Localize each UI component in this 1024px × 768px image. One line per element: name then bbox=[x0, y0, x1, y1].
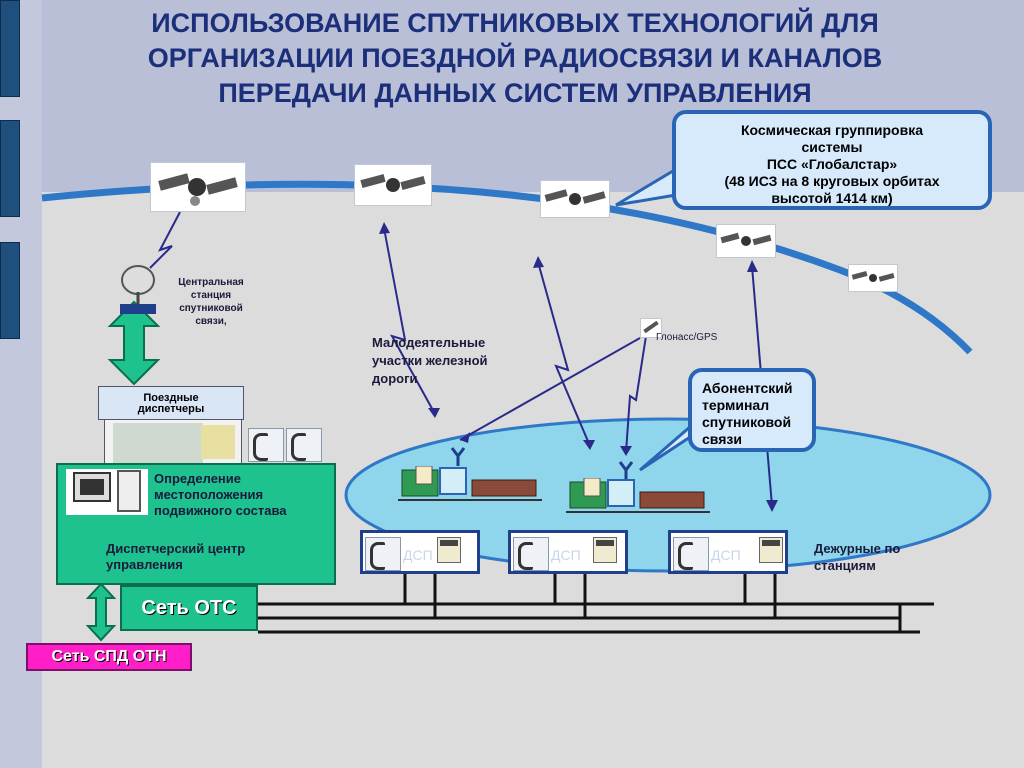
sidebar-block-2 bbox=[0, 120, 20, 217]
phone-icon bbox=[673, 537, 709, 571]
orbit-arc bbox=[41, 180, 973, 355]
station-box: ДСП bbox=[508, 530, 628, 574]
station-box: ДСП bbox=[360, 530, 480, 574]
station-duty-label: Дежурные по станциям bbox=[814, 541, 901, 573]
slide-title: ИСПОЛЬЗОВАНИЕ СПУТНИКОВЫХ ТЕХНОЛОГИЙ ДЛЯ… bbox=[60, 6, 970, 111]
constellation-callout: Космическая группировка системы ПСС «Гло… bbox=[672, 110, 992, 210]
spd-network-box: Сеть СПД ОТН bbox=[26, 643, 192, 671]
control-room-image bbox=[113, 423, 203, 465]
link-low-activity bbox=[383, 227, 436, 415]
phone-icon bbox=[365, 537, 401, 571]
link-glonass bbox=[625, 335, 647, 453]
link-train-2 bbox=[537, 261, 591, 447]
title-line-1: ИСПОЛЬЗОВАНИЕ СПУТНИКОВЫХ ТЕХНОЛОГИЙ ДЛЯ bbox=[151, 8, 879, 38]
terminal-icon bbox=[759, 537, 783, 563]
phone-icon bbox=[248, 428, 284, 462]
callout-line: ПСС «Глобалстар» bbox=[766, 156, 898, 172]
callout-line: Космическая группировка bbox=[740, 122, 924, 138]
link-central bbox=[149, 211, 181, 269]
satellite-dish-icon bbox=[118, 262, 158, 314]
callout-line: терминал bbox=[702, 397, 770, 413]
station-faint-label: ДСП bbox=[403, 547, 433, 563]
ots-network-box: Сеть ОТС bbox=[120, 585, 258, 631]
glonass-label: Глонасс/GPS bbox=[656, 332, 718, 343]
station-faint-label: ДСП bbox=[551, 547, 581, 563]
callout-line: связи bbox=[702, 431, 742, 447]
antenna-icon bbox=[450, 447, 466, 466]
satellite-icon bbox=[716, 224, 776, 258]
dispatch-center-box: Определение местоположения подвижного со… bbox=[56, 463, 336, 585]
sidebar-block-3 bbox=[0, 242, 20, 339]
spd-arrow bbox=[85, 582, 117, 642]
glonass-satellite-icon bbox=[640, 318, 662, 338]
satellite-icon bbox=[150, 162, 246, 212]
satellite-icon bbox=[354, 164, 432, 206]
link-glonass-train bbox=[459, 337, 641, 441]
dispatch-center-label: Диспетчерский центр управления bbox=[106, 541, 246, 572]
train-2 bbox=[566, 477, 710, 516]
dispatchers-label: Поездные диспетчеры bbox=[98, 386, 244, 420]
phone-icon bbox=[513, 537, 549, 571]
terminal-icon bbox=[437, 537, 461, 563]
computer-icon bbox=[66, 469, 148, 515]
low-activity-label: Малодеятельные участки железной дороги bbox=[372, 335, 488, 386]
callout-line: системы bbox=[801, 139, 863, 155]
callout-line: спутниковой bbox=[702, 414, 792, 430]
sidebar-block-1 bbox=[0, 0, 20, 97]
ots-network-lines bbox=[258, 572, 934, 634]
train-1 bbox=[398, 465, 542, 504]
title-line-2: ОРГАНИЗАЦИИ ПОЕЗДНОЙ РАДИОСВЯЗИ И КАНАЛО… bbox=[147, 43, 883, 73]
callout-line: высотой 1414 км) bbox=[771, 190, 893, 206]
satellite-icon bbox=[540, 180, 610, 218]
satellite-icon bbox=[848, 264, 898, 292]
terminal-callout: Абонентский терминал спутниковой связи bbox=[688, 368, 816, 452]
terminal-icon bbox=[593, 537, 617, 563]
station-box: ДСП bbox=[668, 530, 788, 574]
antenna-icon bbox=[618, 461, 634, 480]
callout-tail bbox=[615, 165, 680, 207]
title-line-3: ПЕРЕДАЧИ ДАННЫХ СИСТЕМ УПРАВЛЕНИЯ bbox=[218, 78, 812, 108]
phone-icon bbox=[286, 428, 322, 462]
positioning-label: Определение местоположения подвижного со… bbox=[154, 471, 287, 518]
central-station-label: Центральная станция спутниковой связи, bbox=[178, 277, 244, 327]
uplink-arrow bbox=[107, 300, 161, 386]
callout-line: (48 ИСЗ на 8 круговых орбитах bbox=[724, 173, 940, 189]
callout-line: Абонентский bbox=[702, 380, 793, 396]
station-faint-label: ДСП bbox=[711, 547, 741, 563]
